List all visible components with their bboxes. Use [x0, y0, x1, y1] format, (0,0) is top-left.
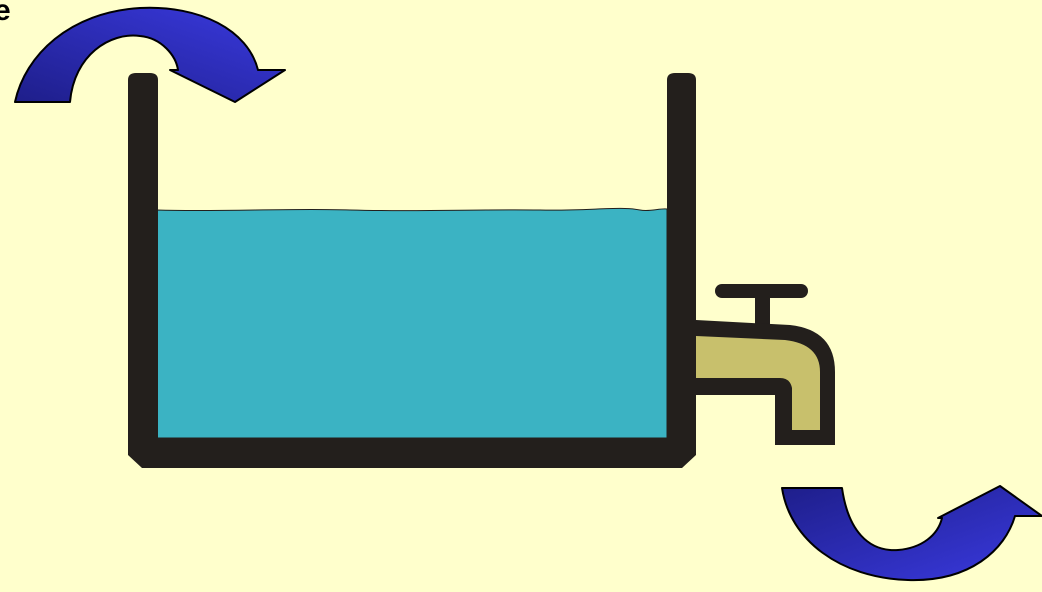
- faucet-icon: [696, 284, 835, 445]
- corner-label: e: [0, 0, 11, 26]
- outflow-arrow-icon: [782, 486, 1042, 580]
- water: [157, 208, 667, 438]
